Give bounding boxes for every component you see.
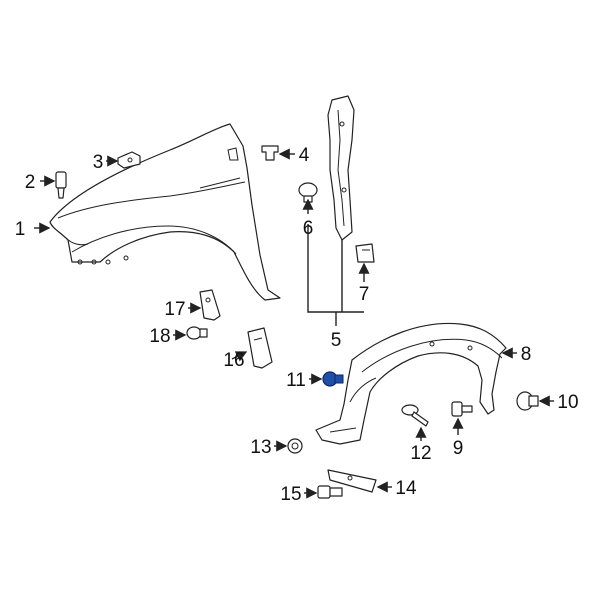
callout-18: 18 [149,326,170,347]
callout-9: 9 [453,438,464,459]
callout-14: 14 [395,478,417,499]
callout-16: 16 [223,350,244,371]
callout-12: 12 [410,443,431,464]
callout-10: 10 [557,392,578,413]
callout-17: 17 [164,299,185,320]
fender-part [49,123,281,301]
plug-part-6 [298,182,318,203]
callout-7: 7 [359,284,370,305]
callout-15: 15 [280,484,301,505]
fender-liner-part-8 [315,322,507,445]
bracket-part-17 [199,289,221,321]
callout-1: 1 [15,219,26,240]
clip-part-18 [186,326,208,340]
callout-3: 3 [93,152,104,173]
callout-labels: 1 2 3 4 5 6 7 8 9 10 11 12 13 14 15 16 1… [15,145,579,505]
callout-4: 4 [299,145,310,166]
leader-lines [34,148,554,499]
bracket-part-16 [247,327,273,369]
clip-part-4 [261,145,279,161]
leader-16 [231,351,248,362]
nut-part-11 [322,371,344,387]
callout-13: 13 [250,437,271,458]
seal-part-5 [327,95,355,241]
bolt-part-9 [451,401,473,417]
screw-part-12 [401,404,429,427]
leader-5-bracket [307,224,364,326]
callout-6: 6 [303,218,314,239]
bracket-part-7 [355,243,375,263]
callout-2: 2 [25,172,36,193]
callout-8: 8 [521,344,532,365]
bolt-part-15 [317,485,343,499]
callout-5: 5 [331,330,342,351]
callout-11: 11 [286,370,306,391]
clip-part-10 [516,391,539,411]
nut-part-13 [287,438,303,454]
bolt-part-2 [55,171,67,199]
bracket-part-14 [327,469,377,493]
